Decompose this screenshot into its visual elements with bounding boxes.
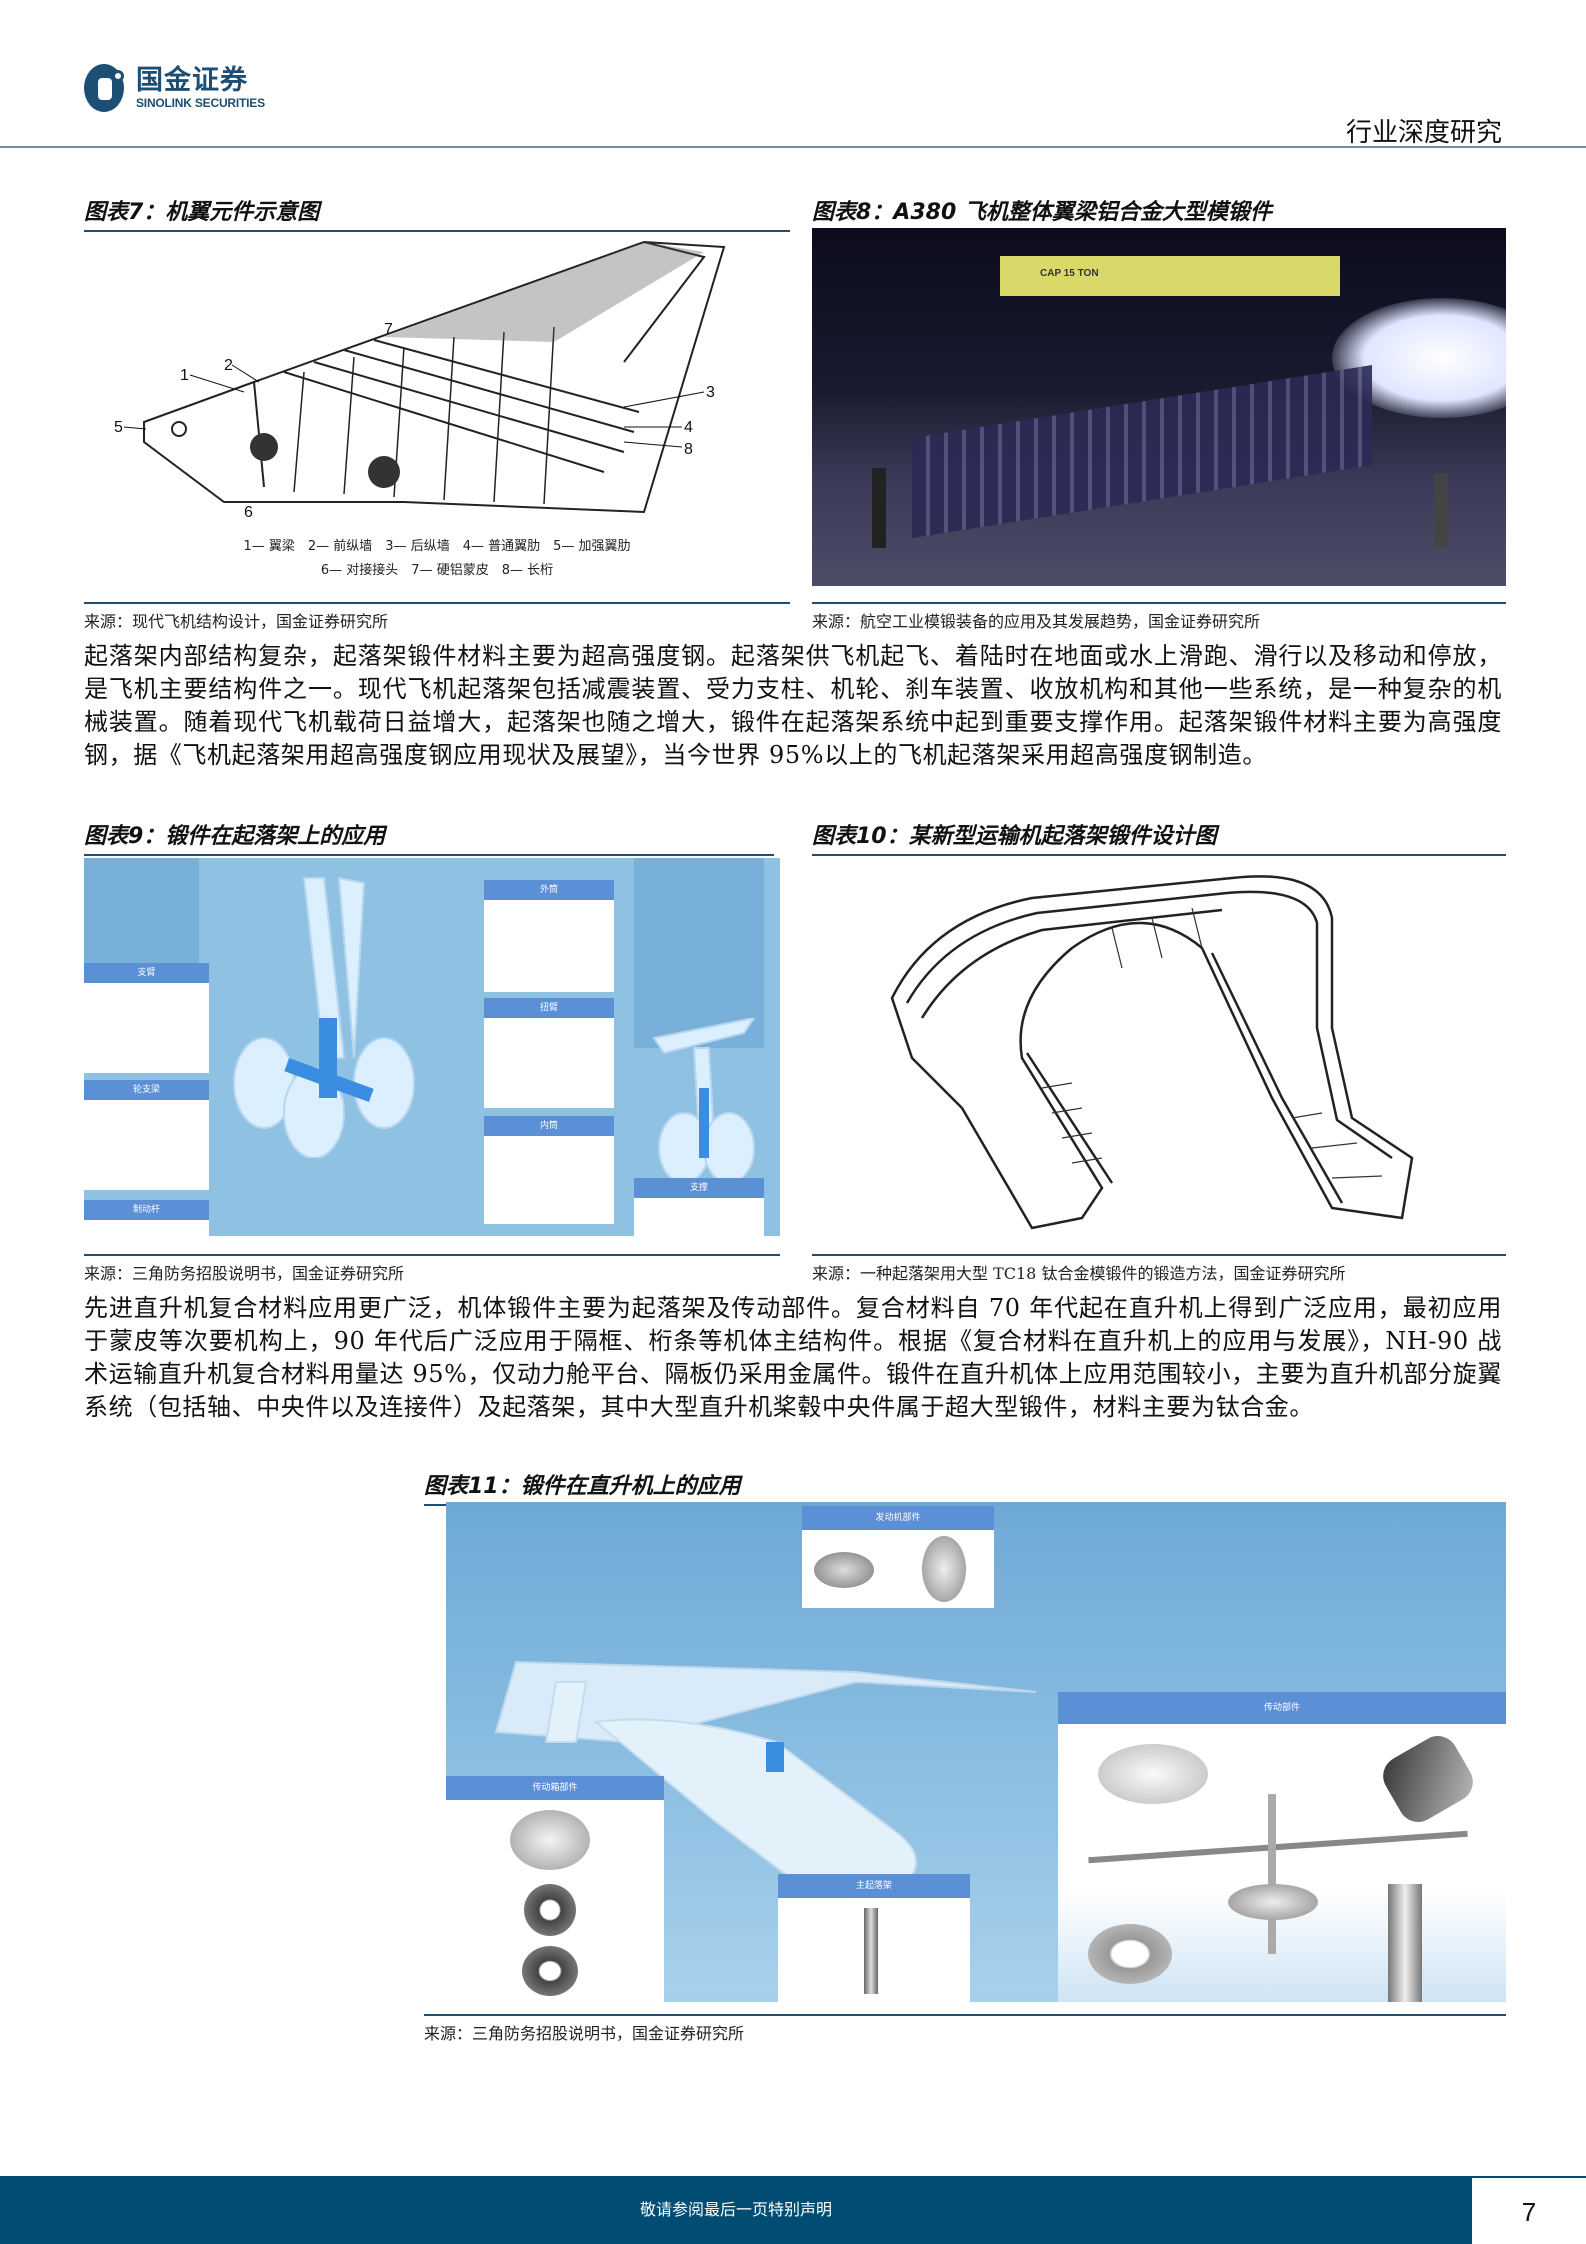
svg-text:2: 2 [224, 357, 233, 374]
company-logo: 国金证券 SINOLINK SECURITIES [84, 64, 265, 112]
label-brake-rod: 制动杆 [84, 1200, 209, 1220]
fig11-source: 来源：三角防务招股说明书，国金证券研究所 [424, 2014, 1506, 2044]
svg-text:6— 对接接头 7— 硬铝蒙皮 8— 长桁: 6— 对接接头 7— 硬铝蒙皮 8— 长桁 [321, 562, 553, 578]
label-wheel-beam: 轮支梁 [84, 1080, 209, 1100]
brace-image [634, 1198, 764, 1236]
label-main-landing-gear: 主起落架 [778, 1874, 970, 1898]
fig7-caption: 图表7：机翼元件示意图 [84, 194, 790, 232]
fig7-source: 来源：现代飞机结构设计，国金证券研究所 [84, 602, 790, 632]
label-support-arm: 支臂 [84, 963, 209, 983]
page-number: 7 [1472, 2176, 1586, 2244]
main-landing-gear-image [778, 1898, 970, 2002]
fig9-landing-gear-diagram: 支臂 轮支梁 制动杆 外筒 扭臂 内筒 支撑 [84, 858, 780, 1236]
svg-text:1: 1 [180, 367, 189, 384]
wing-spar-forging [912, 365, 1372, 538]
nose-gear-illustration [652, 1018, 756, 1184]
label-engine-parts: 发动机部件 [802, 1506, 994, 1530]
fig10-caption: 图表10：某新型运输机起落架锻件设计图 [812, 818, 1506, 856]
fig8-source: 来源：航空工业模锻装备的应用及其发展趋势，国金证券研究所 [812, 602, 1506, 632]
torsion-arm-image [484, 1018, 614, 1108]
logo-icon [84, 64, 128, 112]
engine-parts-image [802, 1530, 994, 1608]
label-torsion-arm: 扭臂 [484, 998, 614, 1018]
svg-text:5: 5 [114, 419, 123, 436]
outer-cylinder-image [484, 900, 614, 992]
inner-cylinder-image [484, 1136, 614, 1224]
report-type: 行业深度研究 [1345, 118, 1502, 148]
wing-structure-icon: 1 2 3 4 5 6 7 8 1— 翼梁 2— 前纵墙 3— 后纵墙 4— 普… [114, 240, 726, 578]
svg-text:4: 4 [684, 419, 693, 436]
fig11-helicopter-diagram: 发动机部件 传动箱部件 主起落架 传动部件 [446, 1502, 1506, 2002]
logo-en: SINOLINK SECURITIES [136, 96, 265, 110]
label-gearbox-parts: 传动箱部件 [446, 1776, 664, 1800]
fig9-caption: 图表9：锻件在起落架上的应用 [84, 818, 774, 856]
footer-disclaimer: 敬请参阅最后一页特别声明 [0, 2176, 1472, 2244]
fig7-wing-diagram: 1 2 3 4 5 6 7 8 1— 翼梁 2— 前纵墙 3— 后纵墙 4— 普… [84, 232, 790, 602]
support-arm-image [84, 983, 209, 1073]
fig10-forging-design-drawing [812, 858, 1506, 1244]
crane-beam: CAP 15 TON [1000, 256, 1340, 296]
svg-text:8: 8 [684, 441, 693, 458]
wheel-beam-image [84, 1100, 209, 1190]
fig8-a380-forging-photo: CAP 15 TON [812, 228, 1506, 586]
label-transmission-parts: 传动部件 [1058, 1692, 1506, 1724]
fig9-source: 来源：三角防务招股说明书，国金证券研究所 [84, 1254, 780, 1284]
transmission-parts-image [1058, 1724, 1506, 2002]
svg-text:3: 3 [706, 384, 715, 401]
fig10-source: 来源：一种起落架用大型 TC18 钛合金模锻件的锻造方法，国金证券研究所 [812, 1254, 1506, 1284]
paragraph-helicopter: 先进直升机复合材料应用更广泛，机体锻件主要为起落架及传动部件。复合材料自 70 … [84, 1294, 1502, 1421]
gearbox-parts-image [446, 1800, 664, 2002]
label-brace: 支撑 [634, 1178, 764, 1198]
helicopter-illustration [494, 1660, 1037, 1894]
main-gear-illustration [233, 876, 415, 1158]
forging-wireframe-icon [890, 875, 1414, 1230]
svg-text:7: 7 [384, 321, 393, 338]
fig8-caption: 图表8：A380 飞机整体翼梁铝合金大型模锻件 [812, 194, 1506, 232]
label-outer-cylinder: 外筒 [484, 880, 614, 900]
paragraph-landing-gear: 起落架内部结构复杂，起落架锻件材料主要为超高强度钢。起落架供飞机起飞、着陆时在地… [84, 642, 1502, 769]
svg-text:6: 6 [244, 504, 253, 521]
fig11-caption: 图表11：锻件在直升机上的应用 [424, 1468, 1506, 1506]
svg-text:1— 翼梁 2— 前纵墙 3— 后纵墙 4— 普通翼肋 5—: 1— 翼梁 2— 前纵墙 3— 后纵墙 4— 普通翼肋 5— 加强翼肋 [243, 538, 630, 554]
logo-cn: 国金证券 [136, 65, 248, 96]
header-divider [0, 146, 1586, 148]
label-inner-cylinder: 内筒 [484, 1116, 614, 1136]
